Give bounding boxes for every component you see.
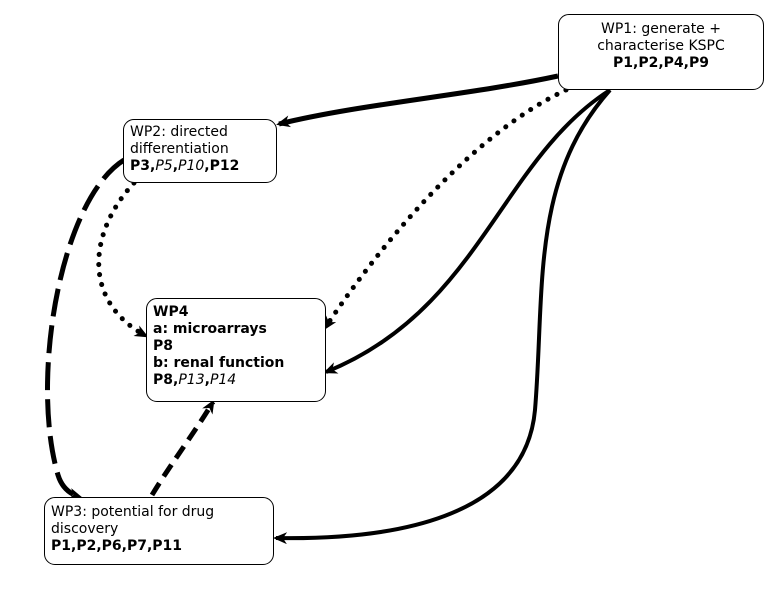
arrow-wp2-to-wp4-dotted — [96, 180, 149, 339]
arrow-wp3-to-wp4-dashed — [149, 399, 216, 497]
wp2-partner: P12 — [209, 158, 240, 174]
wp4-task-b-partners: P8,P13,P14 — [153, 372, 319, 389]
arrow-wp1-to-wp3 — [273, 88, 612, 545]
arrow-wp1-to-wp2 — [276, 73, 559, 128]
wp2-title: WP2: directed — [130, 124, 228, 140]
arrow-wp1-to-wp4-dotted — [322, 87, 569, 331]
wp3-subtitle: discovery — [51, 521, 119, 537]
wp4-task-a: a: microarrays — [153, 321, 267, 337]
arrow-wp2-to-wp3-dashed — [45, 157, 126, 500]
wp1-title: WP1: generate + — [601, 21, 721, 37]
wp2-subtitle: differentiation — [130, 141, 229, 157]
wp2-sep: , — [172, 158, 179, 174]
wp2-partners: P3,P5,P10,P12 — [130, 158, 270, 175]
wp2-sep: , — [150, 158, 156, 174]
wp1-partners: P1,P2,P4,P9 — [613, 55, 709, 71]
wp4-sep: , — [173, 372, 179, 388]
arrow-wp1-to-wp4-solid — [323, 88, 612, 374]
wp4-task-a-partners: P8 — [153, 338, 174, 354]
wp2-partner: P10 — [178, 158, 205, 174]
wp4-partner: P14 — [209, 372, 237, 388]
wp2-partner: P5 — [155, 158, 173, 174]
wp4-sep: , — [204, 372, 210, 388]
wp1-subtitle: characterise KSPC — [597, 38, 725, 54]
wp2-partner: P3 — [130, 158, 151, 174]
wp3-box: WP3: potential for drug discovery P1,P2,… — [44, 497, 274, 565]
wp4-partner: P8 — [153, 372, 174, 388]
wp2-sep: , — [204, 158, 210, 174]
wp4-title: WP4 — [153, 304, 189, 320]
wp3-partners: P1,P2,P6,P7,P11 — [51, 538, 183, 554]
wp4-task-b: b: renal function — [153, 355, 285, 371]
wp1-box: WP1: generate + characterise KSPC P1,P2,… — [558, 14, 764, 90]
wp3-title: WP3: potential for drug — [51, 504, 215, 520]
wp4-partner: P13 — [178, 372, 205, 388]
wp4-box: WP4 a: microarrays P8 b: renal function … — [146, 298, 326, 402]
wp2-box: WP2: directed differentiation P3,P5,P10,… — [123, 119, 277, 183]
